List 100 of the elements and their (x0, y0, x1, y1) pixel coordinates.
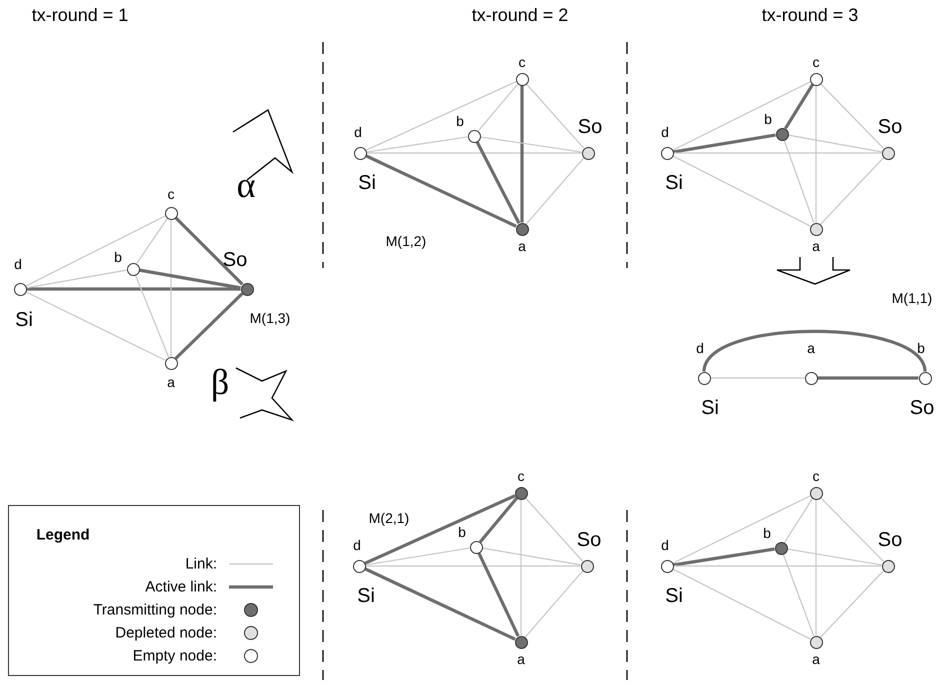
node-label: c (518, 55, 526, 69)
node-label: c (168, 187, 174, 201)
tx-round-heading: tx-round = 2 (472, 6, 568, 24)
link-line (174, 292, 244, 360)
link-line (364, 494, 516, 565)
node-label: a (812, 239, 820, 253)
node-label: Si (358, 173, 376, 193)
link-line (524, 570, 584, 638)
link-line (364, 567, 516, 641)
matrix-label: M(1,3) (250, 311, 290, 325)
node-label: Si (665, 173, 683, 193)
link-line (26, 270, 127, 288)
link-line (26, 215, 166, 287)
link-line (524, 497, 584, 562)
node-label: a (167, 375, 175, 389)
node-label: b (456, 114, 464, 128)
link-line (174, 216, 244, 286)
link-line (674, 152, 882, 154)
link-line (520, 86, 524, 222)
link-line (26, 287, 240, 291)
link-line (787, 548, 882, 566)
node-label: a (807, 341, 815, 355)
link-line (815, 500, 817, 636)
node-label: c (518, 469, 524, 483)
link-line (477, 552, 520, 637)
tx-round-heading: tx-round = 3 (762, 6, 858, 24)
node-label: d (661, 125, 669, 139)
node-label: b (764, 112, 772, 126)
link-line (782, 554, 814, 636)
node-label: So (578, 117, 602, 137)
node-label: Si (665, 586, 683, 606)
node-label: a (517, 652, 525, 666)
link-line (784, 498, 814, 543)
link-line (784, 84, 814, 130)
link-line (520, 500, 522, 636)
link-line (170, 220, 172, 356)
link-line (476, 141, 520, 224)
node-label: d (353, 538, 361, 552)
link-line (478, 84, 518, 132)
link-line (482, 548, 581, 566)
link-line (26, 291, 166, 361)
node-label: d (14, 257, 22, 271)
node-label: Si (357, 586, 375, 606)
link-line (710, 377, 804, 379)
link-line (526, 158, 584, 224)
link-line (136, 218, 168, 264)
link-line (672, 495, 810, 564)
legend-title: Legend (36, 528, 90, 542)
node-label: So (910, 398, 934, 418)
link-line (784, 140, 814, 224)
node-label: Si (701, 398, 719, 418)
link-line (818, 376, 918, 380)
matrix-label: M(1,2) (386, 234, 426, 248)
node-label: Si (15, 310, 33, 330)
node-label: a (812, 652, 820, 666)
link-line (820, 157, 884, 225)
link-line (672, 155, 810, 227)
link-line (820, 497, 884, 562)
tx-round-heading: tx-round = 1 (32, 6, 128, 24)
link-line (366, 152, 582, 154)
link-line (365, 154, 517, 228)
link-line (366, 565, 580, 567)
link-line (672, 568, 810, 640)
legend-label: Link: (185, 556, 217, 572)
node-label: c (812, 469, 820, 483)
link-line (365, 547, 470, 566)
node-label: So (576, 530, 602, 550)
node-label: b (458, 525, 466, 539)
matrix-label: M(1,1) (892, 291, 932, 305)
node-label: So (222, 250, 248, 270)
link-line (674, 565, 882, 567)
link-line (526, 83, 584, 149)
node-label: So (878, 117, 902, 137)
link-line (480, 136, 582, 153)
link-line (139, 268, 241, 290)
link-line (366, 81, 516, 151)
link-line (815, 86, 817, 222)
link-line (673, 547, 775, 567)
matrix-label: M(2,1) (368, 511, 410, 525)
link-line (478, 496, 518, 544)
node-label: a (518, 239, 526, 253)
node-label: So (878, 530, 902, 550)
node-label: d (661, 538, 669, 552)
link-line (788, 134, 882, 152)
link-line (820, 83, 884, 149)
link-line (366, 136, 468, 153)
greek-symbol: β (210, 364, 230, 400)
node-label: d (354, 125, 362, 139)
node-label: d (696, 341, 704, 355)
link-line (673, 133, 776, 154)
legend-label: Active link: (145, 580, 217, 594)
curved-link (702, 330, 926, 372)
node-label: b (763, 526, 771, 540)
link-line (672, 81, 810, 151)
link-line (134, 274, 170, 358)
legend-label: Transmitting node: (93, 602, 217, 618)
node-label: b (114, 250, 122, 264)
link-line (820, 570, 884, 638)
node-label: c (812, 55, 820, 69)
legend-label: Empty node: (132, 648, 217, 664)
